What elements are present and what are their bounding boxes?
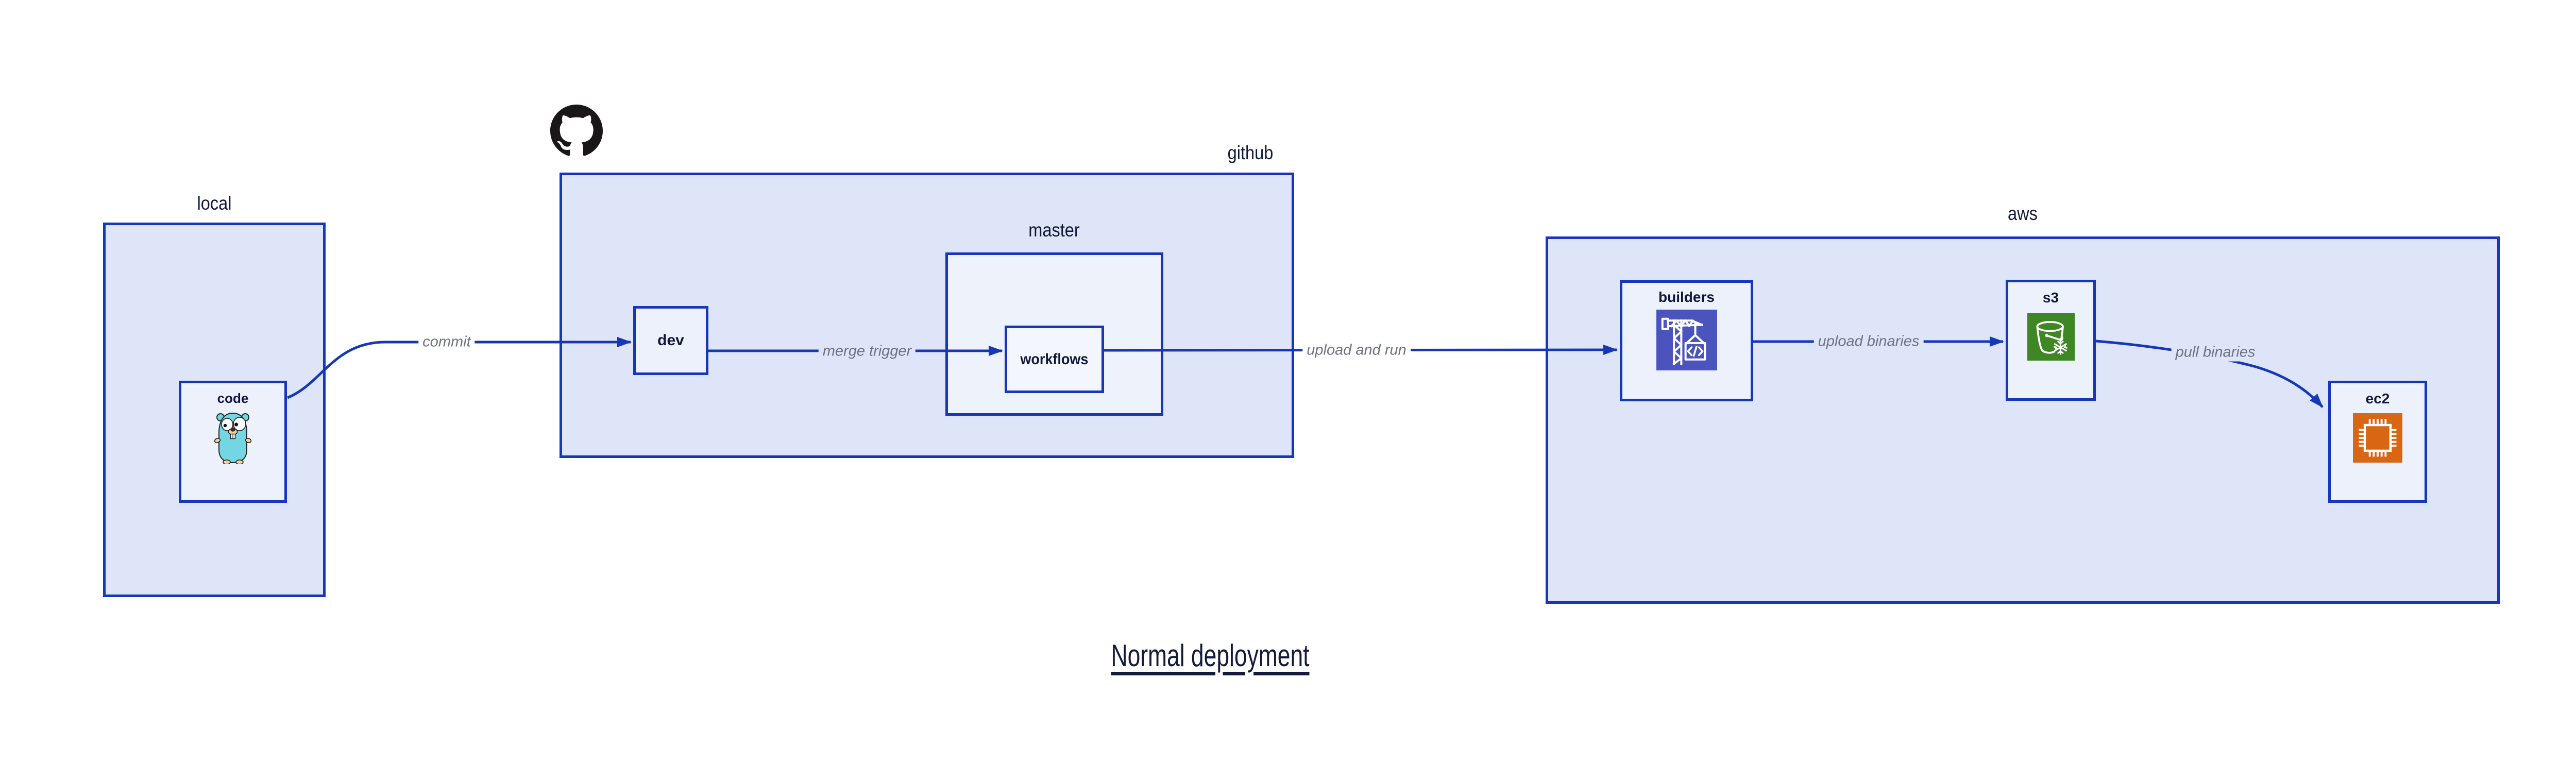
code-node: code bbox=[179, 381, 287, 503]
edge-label-upload-binaries: upload binaries bbox=[1814, 332, 1924, 351]
workflows-node: workflows bbox=[1005, 326, 1104, 393]
dev-node-label: dev bbox=[657, 332, 684, 349]
edge-label-pull-binaries: pull binaries bbox=[2171, 343, 2260, 362]
workflows-node-label: workflows bbox=[1020, 350, 1089, 368]
go-gopher-icon bbox=[213, 411, 252, 467]
diagram-title: Normal deployment bbox=[1111, 638, 1310, 673]
code-node-label: code bbox=[217, 390, 249, 406]
edge-label-merge-trigger: merge trigger bbox=[818, 342, 916, 361]
edge-label-upload-and-run: upload and run bbox=[1302, 341, 1411, 360]
github-container-label: github bbox=[1227, 142, 1274, 163]
s3-glacier-bucket-icon bbox=[2027, 313, 2075, 363]
edge-label-commit: commit bbox=[418, 333, 475, 351]
ec2-node-label: ec2 bbox=[2365, 390, 2390, 406]
github-octocat-icon bbox=[550, 105, 603, 158]
local-container-label: local bbox=[197, 193, 232, 214]
ec2-node: ec2 bbox=[2328, 381, 2427, 503]
s3-node: s3 bbox=[2006, 280, 2096, 401]
aws-container-label: aws bbox=[2008, 203, 2038, 224]
dev-node: dev bbox=[633, 306, 708, 375]
master-container-label: master bbox=[1028, 219, 1080, 241]
builders-node-label: builders bbox=[1658, 289, 1715, 305]
builders-node: builders bbox=[1620, 280, 1753, 401]
ec2-chip-icon bbox=[2353, 413, 2402, 465]
s3-node-label: s3 bbox=[2042, 290, 2059, 305]
codebuild-crane-icon bbox=[1656, 310, 1717, 373]
